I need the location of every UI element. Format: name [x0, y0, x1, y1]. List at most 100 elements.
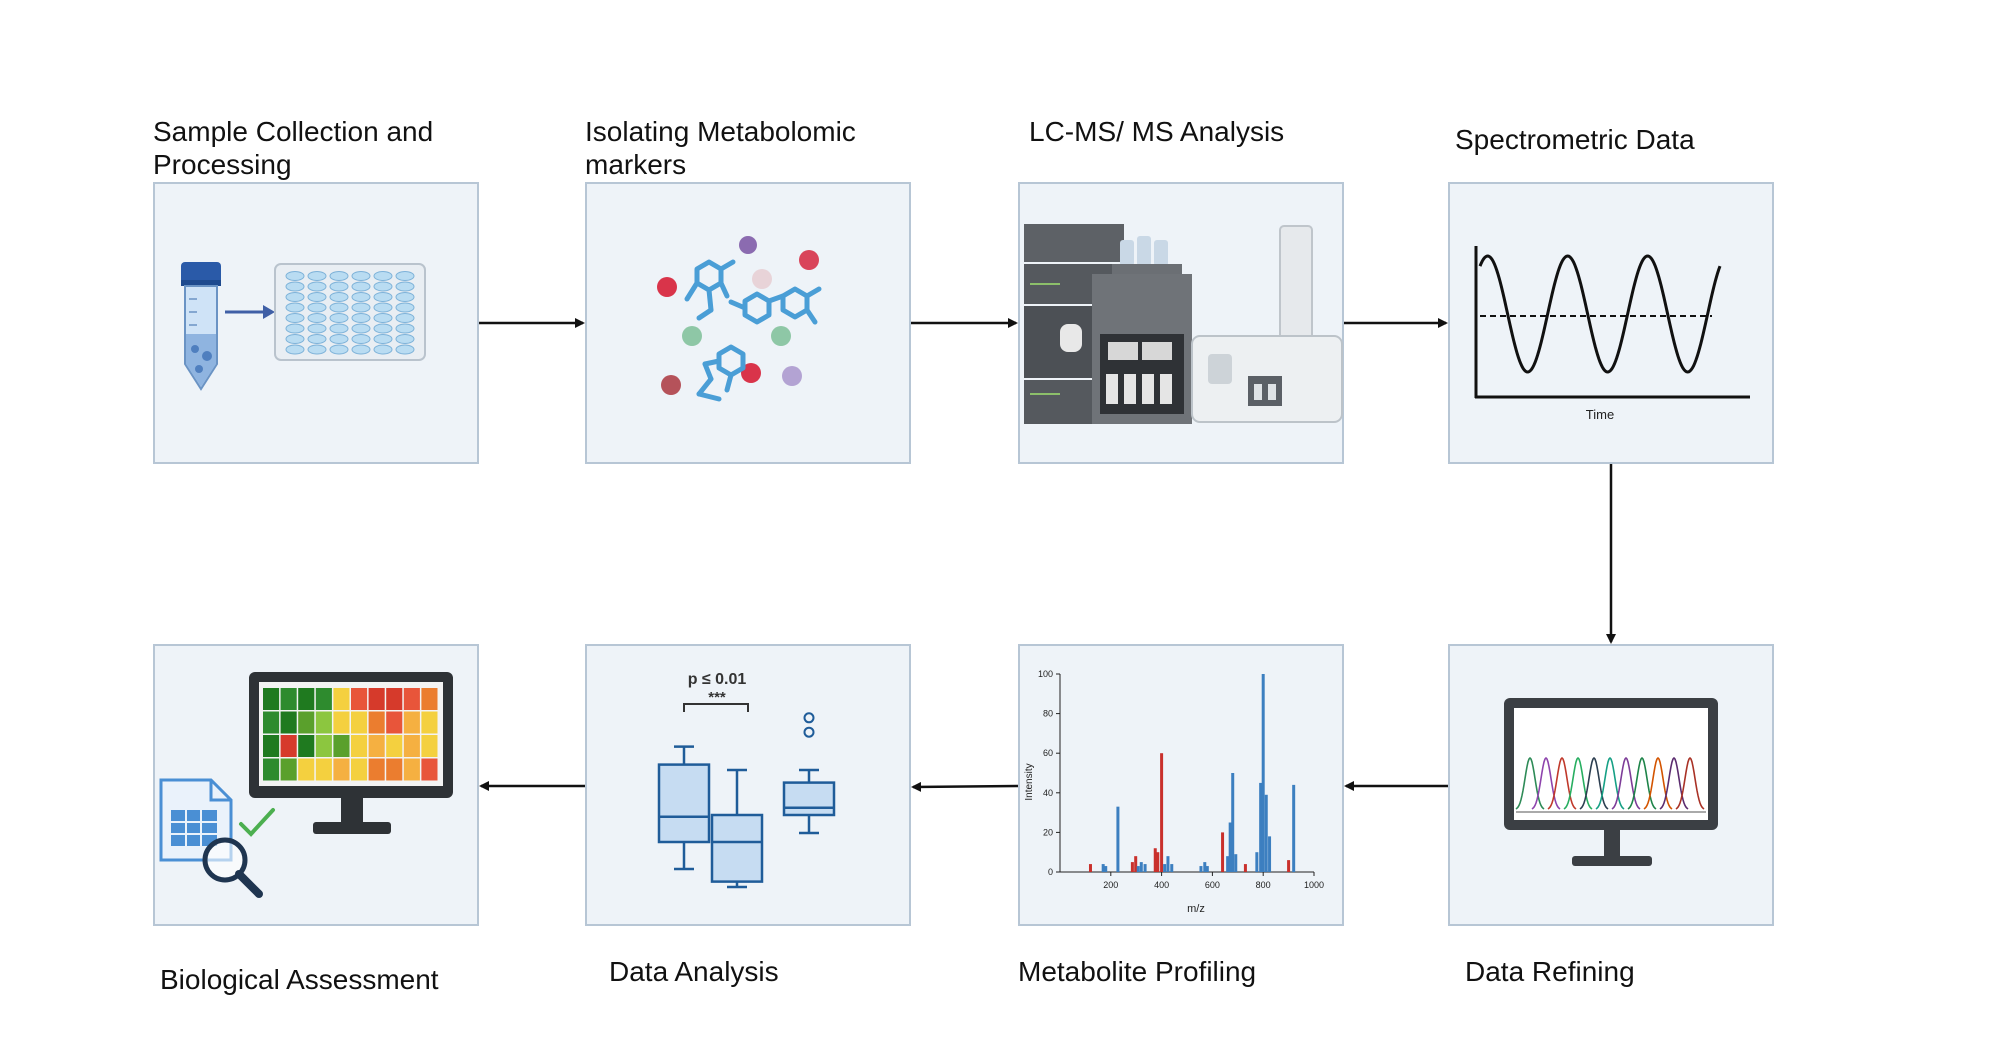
step-box-spectro: Time [1448, 182, 1774, 464]
boxplot-outlier [803, 726, 815, 738]
well [395, 292, 415, 302]
well [351, 271, 371, 281]
well [373, 323, 393, 334]
heatmap-cell [368, 758, 385, 781]
ms-x-tick-label: 600 [1205, 880, 1220, 890]
heatmap-cell [298, 711, 315, 734]
ms-peak-bar [1259, 782, 1263, 872]
well [395, 344, 415, 355]
boxplot-box [657, 763, 711, 844]
ms-x-tick-label: 400 [1154, 880, 1169, 890]
well [285, 313, 305, 323]
heatmap-cell [298, 735, 315, 757]
heatmap-cell [315, 711, 332, 734]
ms-y-tick-label: 100 [1038, 669, 1053, 679]
ms-peak-bar [1221, 832, 1225, 872]
heatmap-cell [315, 758, 332, 781]
signal-wave [1478, 254, 1722, 374]
spreadsheet-icon [159, 778, 233, 862]
ms-peak-bar [1287, 860, 1291, 872]
well [351, 344, 371, 355]
well [373, 313, 393, 323]
molecule-bead [739, 236, 757, 254]
heatmap-cell [368, 711, 385, 734]
chromatogram-peak [1579, 756, 1609, 810]
molecule-structure-icon [684, 259, 822, 402]
ms-peak-bar [1205, 866, 1209, 872]
heatmap-cell [351, 735, 368, 757]
chromatogram-peak [1627, 756, 1657, 810]
molecule-bead [741, 363, 761, 383]
heatmap-cell [333, 735, 350, 757]
molecule-bead [752, 269, 772, 289]
well [351, 334, 371, 344]
well [373, 292, 393, 302]
heatmap-cell [333, 688, 350, 710]
well [351, 323, 371, 334]
heatmap-cell [280, 711, 297, 734]
well [395, 334, 415, 344]
step-box-bio [153, 644, 479, 926]
autosampler-icon [1092, 274, 1192, 424]
heatmap-cell [263, 711, 280, 734]
step-title-refine: Data Refining [1465, 956, 1635, 987]
heatmap-grid [263, 688, 438, 781]
well [395, 323, 415, 334]
well [285, 271, 305, 281]
molecule-bead [782, 366, 802, 386]
heatmap-cell [368, 688, 385, 710]
heatmap-cell [421, 758, 438, 781]
well [307, 344, 327, 355]
heatmap-cell [351, 711, 368, 734]
ms-peak-bar [1160, 753, 1164, 872]
well [285, 302, 305, 313]
ms-peak-bar [1088, 864, 1092, 872]
well [329, 334, 349, 344]
well [373, 271, 393, 281]
well [329, 302, 349, 313]
heatmap-cell [386, 688, 403, 710]
ms-peak-bar [1130, 862, 1134, 872]
boxplot-box [782, 781, 836, 817]
ms-peak-bar [1264, 794, 1268, 872]
heatmap-cell [386, 758, 403, 781]
p-value-annotation: p ≤ 0.01 [688, 671, 747, 688]
ms-peak-bar [1203, 862, 1207, 872]
chromatogram-peak [1595, 756, 1625, 810]
heatmap-cell [421, 711, 438, 734]
heatmap-cell [298, 758, 315, 781]
molecule-bead [771, 326, 791, 346]
magnifier-icon [202, 837, 263, 898]
ms-peak-bar [1228, 822, 1232, 872]
well [285, 344, 305, 355]
ms-peak-bar [1199, 866, 1203, 872]
significance-bracket [683, 703, 749, 712]
well [329, 292, 349, 302]
heatmap-cell [386, 711, 403, 734]
step-title-sample: Sample Collection and Processing [153, 116, 434, 180]
arrow-right-icon [225, 305, 275, 319]
chromatogram-peak [1611, 756, 1641, 810]
heatmap-cell [315, 688, 332, 710]
ms-peak-bar [1166, 856, 1170, 872]
well [395, 281, 415, 292]
molecule-bead [657, 277, 677, 297]
monitor-icon [1504, 698, 1718, 866]
well [373, 344, 393, 355]
heatmap-cell [298, 688, 315, 710]
molecules-illustration [657, 236, 822, 402]
molecule-bead [682, 326, 702, 346]
chromatogram-peak [1659, 756, 1689, 810]
ms-x-axis-label: m/z [1187, 903, 1205, 915]
ms-peak-bar [1226, 856, 1230, 872]
heatmap-cell [263, 688, 280, 710]
ms-peak-bar [1136, 866, 1140, 872]
well [395, 271, 415, 281]
well [329, 271, 349, 281]
step-title-isolate: Isolating Metabolomic markers [585, 116, 856, 180]
boxplot-outlier [803, 712, 815, 724]
step-box-refine [1448, 644, 1774, 926]
well [285, 292, 305, 302]
ms-peak-bar [1143, 864, 1147, 872]
